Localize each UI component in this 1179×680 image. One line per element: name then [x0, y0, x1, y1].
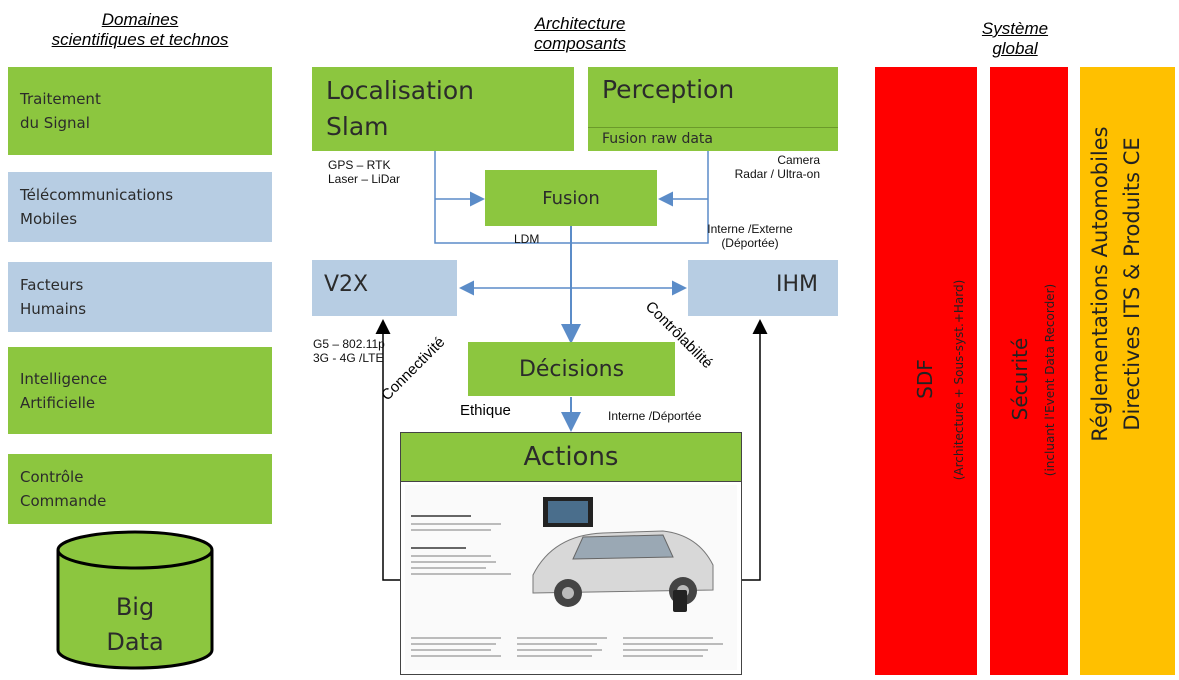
domains-heading: Domaines scientifiques et technos [51, 10, 229, 49]
domain-traitement-signal: Traitement du Signal [8, 67, 272, 155]
big-data-label: Big Data [106, 593, 164, 656]
perception-box: Perception Fusion raw data [588, 67, 838, 151]
actions-header: Actions [401, 433, 741, 482]
architecture-heading: Architecture composants [534, 14, 626, 53]
localisation-slam-box: Localisation Slam [312, 67, 574, 151]
reglementations-title: Réglementations Automobiles [1088, 126, 1112, 442]
v2x-label: V2X [324, 272, 369, 297]
car-icon [532, 497, 714, 612]
domain-facteurs-humains: Facteurs Humains [8, 262, 272, 332]
localisation-slam-label: Localisation Slam [326, 76, 474, 141]
interne-deportee-label: Interne /Déportée [608, 409, 702, 423]
decisions-label: Décisions [518, 356, 625, 382]
g5-lte-label: G5 – 802.11p 3G - 4G /LTE [313, 337, 385, 365]
sdf-subtitle: (Architecture + Sous-syst.+Hard) [952, 279, 966, 481]
reglementations-bar: Réglementations Automobiles Directives I… [1080, 67, 1175, 675]
domain-intelligence-artificielle: Intelligence Artificielle [8, 347, 272, 434]
fusion-raw-data-label: Fusion raw data [602, 131, 714, 147]
v2x-box: V2X [312, 260, 457, 316]
sdf-bar: SDF (Architecture + Sous-syst.+Hard) [875, 67, 977, 675]
sdf-title: SDF [913, 359, 937, 399]
domain-telecommunications: Télécommunications Mobiles [8, 172, 272, 242]
ldm-label: LDM [514, 232, 540, 246]
securite-title: Sécurité [1008, 337, 1032, 421]
system-heading: Système global [981, 19, 1049, 58]
perception-label: Perception [602, 75, 735, 104]
actions-box: Actions [400, 432, 742, 675]
camera-radar-label: Camera Radar / Ultra-on [734, 153, 820, 181]
fusion-box: Fusion [485, 170, 657, 226]
big-data-cylinder [56, 530, 214, 670]
securite-subtitle: (incluant l'Event Data Recorder) [1043, 283, 1057, 477]
car-image [523, 495, 723, 615]
interne-externe-label: Interne /Externe (Déportée) [707, 222, 793, 250]
domain-controle-commande: Contrôle Commande [8, 454, 272, 524]
actions-document-image [405, 485, 737, 670]
reglementations-subtitle: Directives ITS & Produits CE [1120, 137, 1144, 431]
ethique-label: Ethique [460, 402, 511, 419]
securite-bar: Sécurité (incluant l'Event Data Recorder… [990, 67, 1068, 675]
ihm-label: IHM [775, 272, 818, 297]
gps-laser-label: GPS – RTK Laser – LiDar [328, 158, 401, 186]
actions-label: Actions [523, 442, 619, 472]
ihm-box: IHM [688, 260, 838, 316]
decisions-box: Décisions [468, 342, 675, 396]
fusion-label: Fusion [542, 187, 600, 209]
